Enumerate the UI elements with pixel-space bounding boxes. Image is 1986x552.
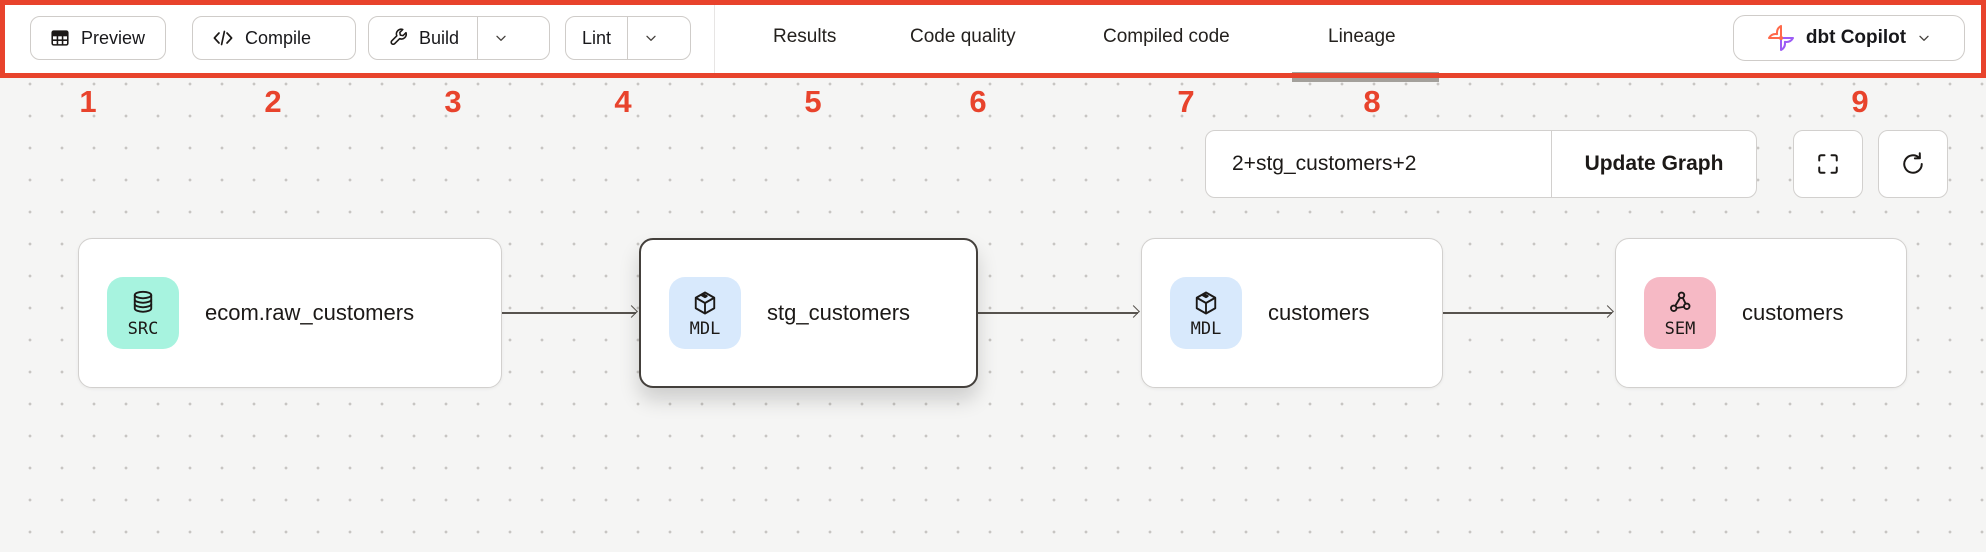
annotation-number-3: 3 <box>444 84 462 119</box>
dbt-copilot-label: dbt Copilot <box>1805 27 1907 48</box>
fullscreen-button[interactable] <box>1793 130 1863 198</box>
chevron-down-icon <box>1916 30 1932 46</box>
refresh-button[interactable] <box>1878 130 1948 198</box>
node-stg-customers[interactable]: MDL stg_customers <box>639 238 978 388</box>
build-dropdown-toggle[interactable] <box>478 17 524 59</box>
badge-label: SRC <box>127 319 159 339</box>
code-icon <box>211 26 235 50</box>
compile-button-label: Compile <box>245 27 312 48</box>
tab-compiled-code[interactable]: Compiled code <box>1103 26 1230 47</box>
preview-button[interactable]: Preview <box>30 16 166 60</box>
active-tab-indicator <box>1292 72 1439 82</box>
tab-results[interactable]: Results <box>773 26 837 47</box>
update-graph-button[interactable]: Update Graph <box>1584 152 1724 175</box>
dbt-copilot-button[interactable]: dbt Copilot <box>1733 15 1965 61</box>
preview-button-label: Preview <box>81 27 146 48</box>
database-icon <box>128 288 158 318</box>
lint-button-label: Lint <box>582 27 612 48</box>
annotation-number-7: 7 <box>1177 84 1195 119</box>
source-badge: SRC <box>107 277 179 349</box>
edge-customers-to-sem <box>1443 312 1612 314</box>
lineage-selector-input[interactable]: 2+stg_customers+2 <box>1206 131 1552 197</box>
node-label: ecom.raw_customers <box>205 300 415 325</box>
lint-dropdown-toggle[interactable] <box>628 17 674 59</box>
dbt-logo-icon <box>1766 23 1796 53</box>
node-customers-semantic[interactable]: SEM customers <box>1615 238 1907 388</box>
edge-stg-to-customers <box>978 312 1138 314</box>
chevron-down-icon <box>643 30 659 46</box>
annotation-number-1: 1 <box>79 84 97 119</box>
edge-src-to-stg <box>502 312 636 314</box>
annotation-number-9: 9 <box>1851 84 1869 119</box>
build-button-main[interactable]: Build <box>369 17 477 59</box>
annotation-number-8: 8 <box>1363 84 1381 119</box>
tab-lineage[interactable]: Lineage <box>1328 26 1396 47</box>
lint-button[interactable]: Lint <box>565 16 691 60</box>
toolbar-divider <box>714 5 715 73</box>
lineage-filter-bar: 2+stg_customers+2 Update Graph <box>1205 130 1757 198</box>
button-divider <box>477 17 479 59</box>
model-badge: MDL <box>669 277 741 349</box>
build-button-label: Build <box>419 27 460 48</box>
fullscreen-icon <box>1814 150 1842 178</box>
compile-button[interactable]: Compile <box>192 16 356 60</box>
annotation-number-2: 2 <box>264 84 282 119</box>
semantic-model-badge: SEM <box>1644 277 1716 349</box>
model-badge: MDL <box>1170 277 1242 349</box>
table-icon <box>49 27 71 49</box>
node-label: customers <box>1268 300 1370 325</box>
semantic-model-icon <box>1665 288 1695 318</box>
badge-label: MDL <box>1190 319 1222 339</box>
node-label: stg_customers <box>767 300 911 325</box>
wrench-icon <box>387 27 409 49</box>
annotation-number-5: 5 <box>804 84 822 119</box>
badge-label: MDL <box>689 319 721 339</box>
chevron-down-icon <box>493 30 509 46</box>
tab-code-quality[interactable]: Code quality <box>910 26 1016 47</box>
node-label: customers <box>1742 300 1844 325</box>
node-ecom-raw-customers[interactable]: SRC ecom.raw_customers <box>78 238 502 388</box>
node-customers-model[interactable]: MDL customers <box>1141 238 1443 388</box>
lint-button-main[interactable]: Lint <box>566 17 627 59</box>
cube-icon <box>1191 288 1221 318</box>
refresh-icon <box>1899 150 1927 178</box>
cube-icon <box>690 288 720 318</box>
annotation-number-4: 4 <box>614 84 632 119</box>
annotation-number-6: 6 <box>969 84 987 119</box>
badge-label: SEM <box>1664 319 1696 339</box>
build-button[interactable]: Build <box>368 16 550 60</box>
ide-toolbar: Preview Compile Build <box>0 0 1986 82</box>
button-divider <box>627 17 629 59</box>
